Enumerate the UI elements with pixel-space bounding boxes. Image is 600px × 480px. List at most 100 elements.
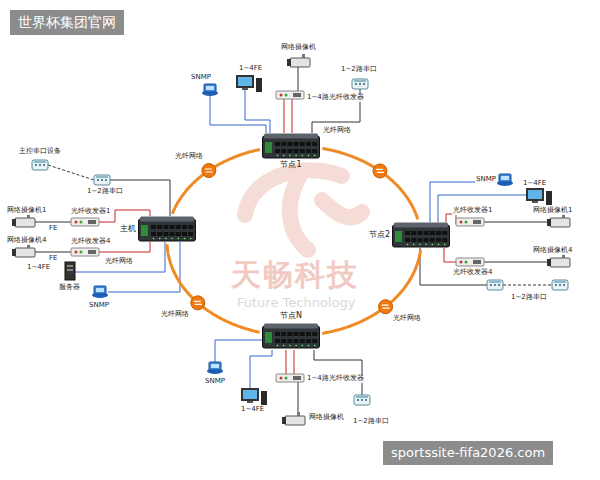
camera-icon — [287, 54, 310, 67]
fiber-transceiver-icon — [276, 374, 304, 382]
device-label: 1~4FE — [240, 406, 265, 414]
device-label: 1~4路光纤收发器 — [306, 94, 365, 102]
fiber-transceiver-icon — [71, 218, 99, 226]
camera-icon — [547, 254, 570, 267]
camera-icon — [12, 244, 35, 257]
serial-device-icon — [94, 175, 110, 185]
watermark-text: Future Technology — [236, 296, 356, 310]
wire — [108, 242, 180, 292]
wire — [484, 222, 550, 223]
computer-icon — [236, 75, 262, 92]
serial-device-icon — [354, 395, 370, 405]
switch-node: 节点1 — [262, 133, 320, 170]
device-label: 1~2路串口 — [352, 418, 390, 426]
serial-device-icon — [487, 280, 503, 290]
camera-icon — [12, 214, 35, 227]
link-label: 光纤网络 — [160, 311, 190, 319]
wire — [110, 180, 170, 216]
fiber-transceiver-icon — [71, 248, 99, 256]
fiber-icon — [191, 296, 205, 310]
fiber-ring-link — [322, 148, 417, 219]
switch-node: 节点2 — [369, 222, 450, 248]
device-label: FE — [48, 255, 58, 263]
node-label: 主机 — [120, 225, 136, 234]
device-label: 光纤收发器4 — [452, 269, 493, 277]
device-label: 光纤网络 — [322, 127, 352, 135]
wire — [215, 340, 262, 362]
wire — [35, 222, 71, 223]
fiber-transceiver-icon — [456, 258, 484, 266]
node-label: 节点1 — [280, 161, 301, 170]
serial-device-icon — [32, 160, 48, 170]
wire — [286, 350, 287, 374]
device-label: 1~2路串口 — [510, 294, 548, 302]
camera-icon — [547, 214, 570, 227]
device-label: 1~4FE — [26, 264, 51, 272]
device-label: 服务器 — [58, 284, 81, 292]
computer-icon — [241, 388, 267, 405]
link-label: 光纤网络 — [174, 153, 204, 161]
fiber-icon — [202, 164, 216, 178]
device-label: SNMP — [475, 176, 497, 184]
device-label: 光纤收发器4 — [70, 238, 111, 246]
wire — [446, 214, 456, 224]
device-label: SNMP — [190, 74, 212, 82]
wire — [503, 285, 552, 286]
switch-chassis — [392, 222, 450, 248]
fiber-icon — [373, 164, 387, 178]
watermark-text: 天畅科技 — [230, 258, 360, 291]
fiber-icons — [191, 164, 393, 314]
wire — [48, 165, 94, 180]
device-label: 1~2路串口 — [86, 188, 124, 196]
computer-icon — [526, 188, 552, 205]
wire — [298, 382, 299, 416]
wire — [298, 67, 299, 91]
node-label: 节点2 — [369, 231, 390, 240]
device-label: SNMP — [88, 302, 110, 310]
switch-chassis — [138, 216, 196, 242]
watermark-banner: sportssite-fifa2026.com — [383, 441, 553, 465]
wire — [484, 262, 550, 263]
device-label: 主控串口设备 — [18, 148, 62, 156]
snmp-station-icon — [207, 362, 223, 374]
switch-chassis — [262, 133, 320, 159]
switch-node: 主机 — [120, 216, 196, 242]
device-label: 网络摄像机4 — [6, 237, 47, 245]
node-label: 节点N — [280, 312, 302, 321]
fiber-icon — [379, 300, 393, 314]
link-label: 光纤网络 — [392, 315, 422, 323]
fiber-ring-link — [172, 150, 259, 214]
switch-node: 节点N — [262, 312, 320, 349]
device-label: SNMP — [204, 378, 226, 386]
device-label: 网络摄像机1 — [6, 207, 47, 215]
watermark-banner: 世界杯集团官网 — [10, 10, 124, 35]
wire — [444, 248, 456, 262]
device-label: 1~4FE — [522, 180, 547, 188]
wire — [35, 252, 71, 253]
snmp-station-icon — [202, 84, 218, 96]
device-label: FE — [48, 225, 58, 233]
switch-chassis — [262, 323, 320, 349]
device-label: 网络摄像机 — [308, 414, 345, 422]
camera-icon — [282, 412, 305, 425]
device-label: 1~2路串口 — [340, 66, 378, 74]
device-label: 网络摄像机 — [280, 44, 317, 52]
snmp-station-icon — [92, 286, 108, 298]
server-icon — [65, 262, 75, 280]
snmp-station-icon — [497, 174, 513, 186]
wire — [250, 350, 272, 388]
device-label: 光纤收发器1 — [70, 208, 111, 216]
wire — [210, 96, 266, 133]
serial-device-icon — [552, 280, 568, 290]
wire — [75, 242, 165, 272]
device-label: 光纤收发器1 — [452, 207, 493, 215]
wire — [294, 350, 295, 374]
device-label: 1~4FE — [238, 65, 263, 73]
fiber-transceiver-icon — [456, 218, 484, 226]
wire — [292, 99, 293, 133]
device-label: 网络摄像机4 — [532, 247, 573, 255]
wire — [430, 182, 497, 222]
fiber-transceiver-icon — [276, 91, 304, 99]
serial-device-icon — [352, 79, 368, 89]
